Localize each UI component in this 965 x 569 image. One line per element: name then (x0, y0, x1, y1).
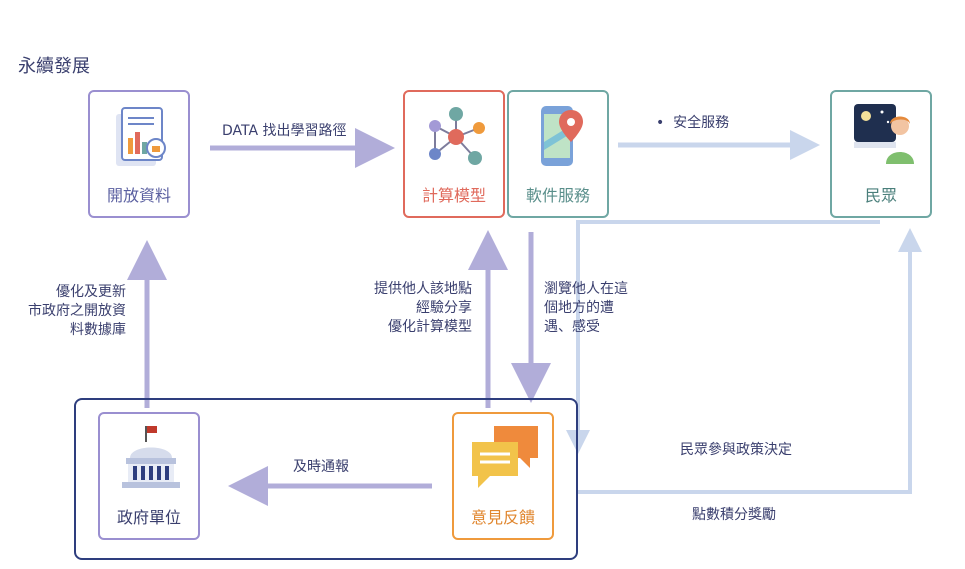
document-chart-icon (116, 107, 166, 166)
node-feedback[interactable]: 意見反饋 (452, 412, 554, 540)
node-label: 政府單位 (116, 508, 181, 527)
edge-label-safety-service: • 安全服務 (656, 114, 729, 133)
arrow-feedback-to-public (578, 228, 922, 494)
label-line: 瀏覽他人在這 (544, 281, 628, 297)
person-computer-icon (854, 104, 914, 164)
label-line: 個地方的遭 (544, 300, 614, 316)
map-phone-icon (541, 106, 583, 166)
government-building-icon (122, 426, 180, 488)
edge-label-points-reward: 點數積分獎勵 (692, 507, 776, 523)
node-public[interactable]: 民眾 (830, 90, 932, 218)
label-line: 優化計算模型 (388, 319, 472, 335)
edge-label-text: 安全服務 (673, 115, 730, 131)
label-line: 提供他人該地點 (374, 281, 472, 297)
node-label: 計算模型 (421, 186, 486, 205)
label-line: 優化及更新 (56, 284, 126, 300)
edge-label-browse-experience: 瀏覽他人在這 個地方的遭 遇、感受 (544, 280, 664, 337)
label-line: 料數據庫 (70, 322, 126, 338)
edge-label-public-participation: 民眾參與政策決定 (680, 442, 792, 458)
node-label: 意見反饋 (470, 508, 535, 527)
network-graph-icon (429, 107, 485, 165)
edge-label-share-experience: 提供他人該地點 經驗分享 優化計算模型 (340, 280, 472, 337)
node-label: 民眾 (864, 186, 897, 205)
edge-label-data-learning: DATA 找出學習路徑 (222, 123, 347, 139)
node-software-service[interactable]: 軟件服務 (507, 90, 609, 218)
node-label: 軟件服務 (525, 186, 590, 205)
label-line: 經驗分享 (416, 300, 472, 316)
label-line: 市政府之開放資 (28, 303, 126, 319)
label-line: 遇、感受 (544, 319, 600, 335)
arrow-public-to-feedback (566, 220, 880, 454)
bullet-dot: • (656, 115, 674, 131)
node-compute-model[interactable]: 計算模型 (403, 90, 505, 218)
edge-label-timely-report: 及時通報 (293, 459, 349, 475)
edge-label-update-db: 優化及更新 市政府之開放資 料數據庫 (8, 283, 126, 340)
node-label: 開放資料 (106, 186, 171, 205)
chat-bubbles-icon (472, 426, 538, 488)
government-group-frame (74, 398, 578, 560)
page-title: 永續發展 (18, 56, 90, 77)
node-open-data[interactable]: 開放資料 (88, 90, 190, 218)
node-government[interactable]: 政府單位 (98, 412, 200, 540)
